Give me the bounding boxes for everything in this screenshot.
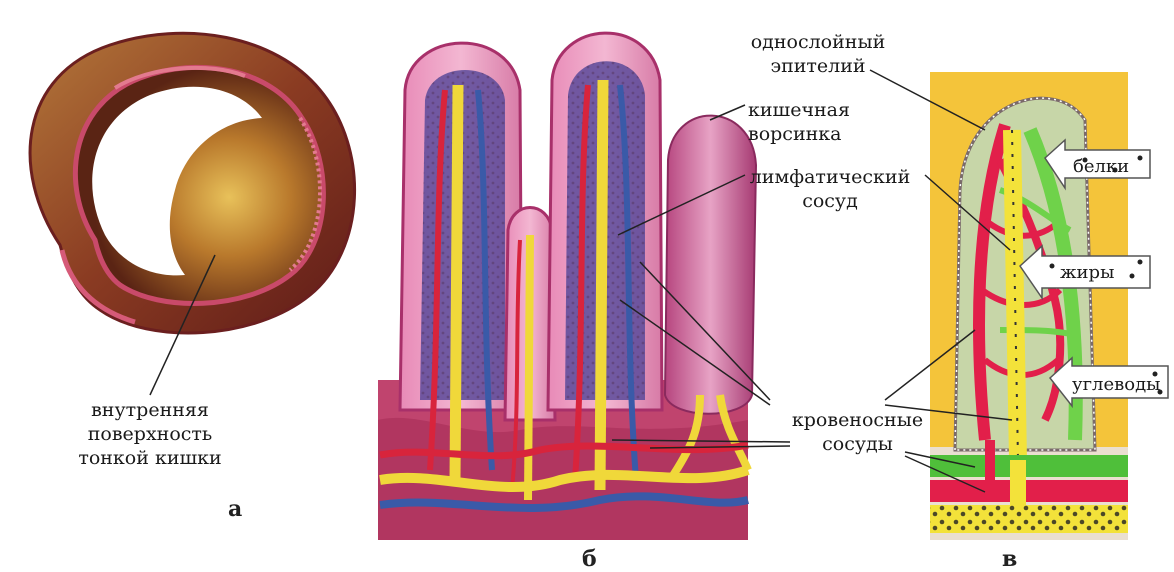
villi-illustration [378,33,790,540]
villus-schematic: белки жиры углеводы [870,70,1168,540]
intestine-ring [30,33,355,395]
label-lymph-vessel-line2: сосуд [735,189,925,213]
panel-label-c: в [1002,546,1017,572]
nutrient-carbs: углеводы [1072,374,1161,395]
nutrient-proteins: белки [1073,156,1129,177]
label-inner-surface: внутренняя поверхность тонкой кишки [70,398,230,470]
label-inner-surface-line1: внутренняя [70,398,230,422]
label-blood-vessels-line2: сосуды [790,432,925,456]
label-epithelium-line1: однослойный [738,30,898,54]
label-villus-line2: ворсинка [748,122,850,146]
nutrient-fats: жиры [1060,262,1114,283]
label-epithelium: однослойный эпителий [738,30,898,78]
label-blood-vessels-line1: кровеносные [790,408,925,432]
label-villus-line1: кишечная [748,98,850,122]
label-blood-vessels: кровеносные сосуды [790,408,925,456]
label-lymph-vessel: лимфатический сосуд [735,165,925,213]
label-lymph-vessel-line1: лимфатический [735,165,925,189]
label-inner-surface-line2: поверхность [70,422,230,446]
label-villus: кишечная ворсинка [748,98,850,146]
label-epithelium-line2: эпителий [738,54,898,78]
panel-label-a: а [228,496,242,522]
panel-label-b: б [582,546,597,572]
label-inner-surface-line3: тонкой кишки [70,446,230,470]
